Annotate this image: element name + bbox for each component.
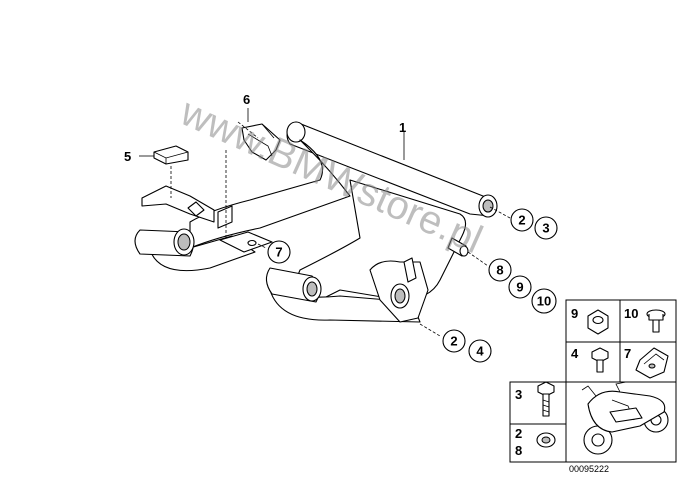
callout-group-2-4: 2 4 <box>442 329 492 363</box>
callout-group-8-9-10: 8 9 10 <box>488 258 557 314</box>
clip-nut-icon <box>635 347 669 379</box>
bracket-plate <box>141 185 215 223</box>
part-label-5: 5 <box>124 149 131 164</box>
callout-8: 8 <box>496 263 503 278</box>
callout-10: 10 <box>537 294 551 309</box>
legend-label-8: 8 <box>515 443 522 458</box>
motorcycle-thumbnail-icon <box>581 381 669 455</box>
legend-grid: 9 10 4 7 3 <box>509 299 677 463</box>
long-bolt-icon <box>537 381 555 417</box>
legend-label-2: 2 <box>515 426 522 441</box>
callout-group-7: 7 <box>267 240 291 264</box>
callout-2: 2 <box>518 213 525 228</box>
callout-4: 4 <box>476 344 484 359</box>
legend-label-4: 4 <box>571 346 579 361</box>
hex-nut-icon <box>587 309 609 335</box>
diagram-code: 00095222 <box>569 464 609 474</box>
legend-label-3: 3 <box>515 387 522 402</box>
legend-label-9: 9 <box>571 306 578 321</box>
washer-icon <box>536 432 556 448</box>
legend-label-10: 10 <box>624 306 638 321</box>
cover-clip-part-5 <box>153 145 189 165</box>
callout-group-2-3: 2 3 <box>510 208 558 240</box>
pin-part <box>447 237 469 257</box>
callout-7: 7 <box>275 245 282 260</box>
callout-3: 3 <box>542 221 549 236</box>
short-bolt-icon <box>591 347 609 373</box>
flange-bolt-icon <box>646 309 666 333</box>
part-label-1: 1 <box>399 120 406 135</box>
legend-label-7: 7 <box>624 346 631 361</box>
leader-lines <box>139 108 511 337</box>
callout-9: 9 <box>516 280 523 295</box>
part-label-6: 6 <box>243 92 250 107</box>
plate-part-7 <box>217 205 273 253</box>
callout-2b: 2 <box>450 334 457 349</box>
